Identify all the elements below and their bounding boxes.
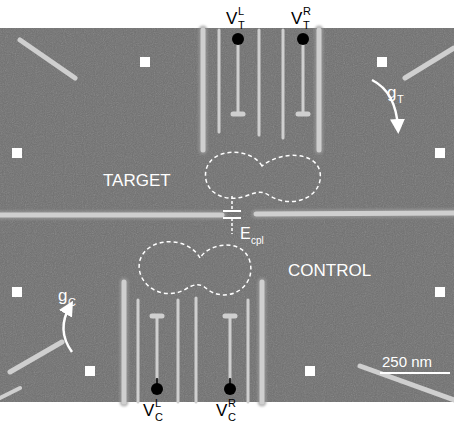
rotation-arrow <box>63 306 72 352</box>
coupling-subscript: C <box>68 297 76 308</box>
coupling-name: g <box>58 287 67 304</box>
signal-superscript: L <box>238 6 244 17</box>
coupling-name: g <box>387 84 396 101</box>
signal-subscript: T <box>238 20 245 31</box>
signal-subscript: T <box>303 20 310 31</box>
energy-subscript: cpl <box>251 236 264 246</box>
terminal-wires <box>157 40 303 388</box>
signal-name: V <box>226 10 237 27</box>
signal-subscript: C <box>228 412 236 423</box>
sem-noise <box>0 28 454 402</box>
gate-electrodes <box>0 30 454 402</box>
signal-superscript: L <box>155 398 161 409</box>
signal-name: V <box>143 402 154 419</box>
coupling-subscript: T <box>397 94 404 105</box>
sem-ground <box>0 28 454 402</box>
signal-superscript: R <box>228 398 236 409</box>
signal-name: V <box>291 10 302 27</box>
scale-bar <box>380 372 450 374</box>
rotation-arrow <box>372 80 398 128</box>
signal-name: V <box>216 402 227 419</box>
signal-subscript: C <box>155 412 163 423</box>
qubit-label: TARGET <box>103 172 171 189</box>
scale-label: 250 nm <box>382 354 432 369</box>
terminal-dots <box>151 33 309 395</box>
energy-name: E <box>240 226 251 242</box>
signal-superscript: R <box>303 6 311 17</box>
capacitor-symbol <box>223 196 241 234</box>
alignment-markers <box>12 57 445 376</box>
qubit-label: CONTROL <box>288 262 371 279</box>
